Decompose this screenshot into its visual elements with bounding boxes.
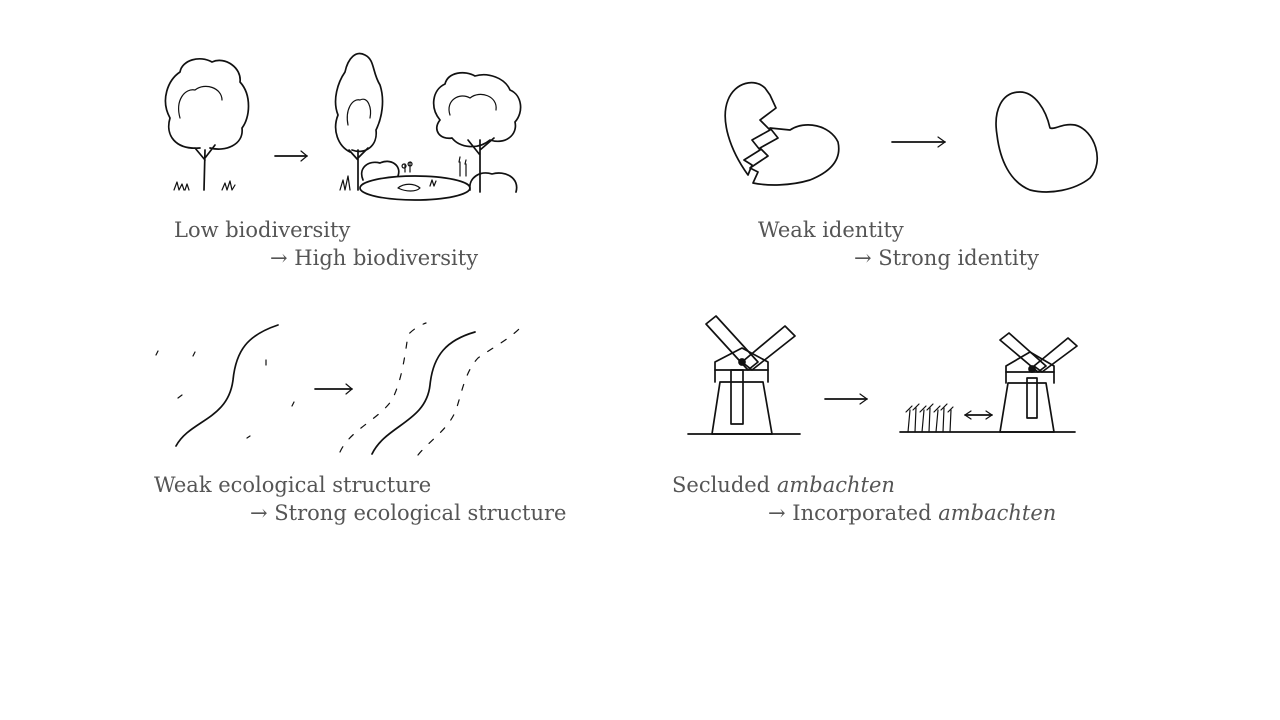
arrow-glyph: → bbox=[768, 501, 786, 525]
caption-after-italic: ambachten bbox=[938, 501, 1057, 525]
caption-after: Strong ecological structure bbox=[274, 501, 567, 525]
caption-identity: Weak identity → Strong identity bbox=[758, 216, 1039, 270]
arrow-glyph: → bbox=[270, 246, 288, 270]
caption-before-prefix: Secluded bbox=[672, 473, 771, 497]
caption-ecological-structure: Weak ecological structure → Strong ecolo… bbox=[154, 471, 566, 525]
windmill-secluded-icon bbox=[687, 315, 801, 435]
caption-before-italic: ambachten bbox=[776, 473, 895, 497]
caption-before: Weak ecological structure bbox=[154, 473, 432, 497]
weak-structure-icon bbox=[155, 324, 295, 447]
windmill-incorporated-icon bbox=[899, 332, 1078, 433]
single-tree-icon bbox=[164, 58, 250, 191]
caption-before: Low biodiversity bbox=[174, 218, 351, 242]
heart-icon bbox=[995, 91, 1099, 193]
caption-after: High biodiversity bbox=[294, 246, 479, 270]
arrow-glyph: → bbox=[854, 246, 872, 270]
broken-heart-icon bbox=[724, 81, 840, 186]
caption-biodiversity: Low biodiversity → High biodiversity bbox=[174, 216, 478, 270]
arrow-glyph: → bbox=[250, 501, 268, 525]
caption-ambachten: Secluded ambachten → Incorporated ambach… bbox=[672, 471, 1056, 525]
strong-structure-icon bbox=[339, 322, 521, 456]
caption-after-prefix: Incorporated bbox=[792, 501, 932, 525]
caption-after: Strong identity bbox=[878, 246, 1040, 270]
biodiverse-scene-icon bbox=[334, 52, 522, 201]
caption-before: Weak identity bbox=[758, 218, 904, 242]
